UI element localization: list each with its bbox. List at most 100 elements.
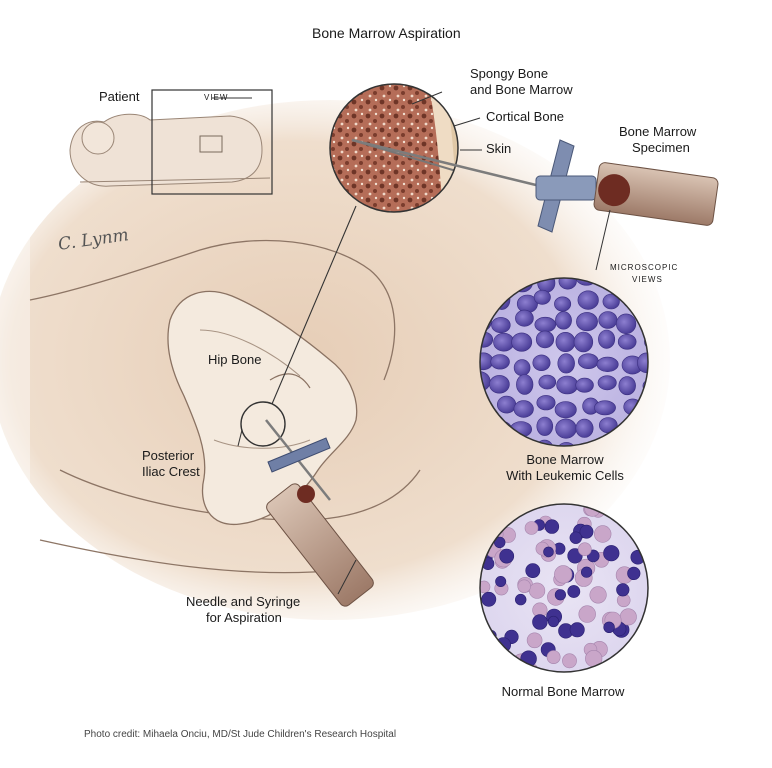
nucleated-cell [612,661,625,672]
leukemic-cell [532,354,551,371]
nucleated-cell [495,575,507,587]
label-microscopic-1: MICROSCOPIC [610,263,679,272]
label-leukemic-1: Bone Marrow [526,452,604,467]
leukemic-cell [490,354,510,370]
label-needle-2: for Aspiration [206,610,282,625]
leukemic-cell [573,331,594,353]
leukemic-cell [637,352,648,373]
nucleated-cell [635,515,647,527]
red-blood-cell [634,504,648,517]
red-blood-cell [517,579,531,593]
nucleated-cell [544,519,560,534]
nucleated-cell [532,614,548,630]
leukemic-cell [577,290,599,310]
label-specimen-1: Bone Marrow [619,124,697,139]
nucleated-cell [481,591,497,607]
red-blood-cell [554,565,573,584]
leukemic-cell [555,331,576,352]
red-blood-cell [630,504,646,516]
nucleated-cell [480,660,491,672]
label-normal-marrow: Normal Bone Marrow [501,684,625,699]
leukemic-cell [597,375,617,391]
hip-bone [167,290,358,526]
nucleated-cell [616,583,630,597]
nucleated-cell [514,593,527,606]
label-iliac-crest-2: Iliac Crest [142,464,200,479]
bottom-needle [265,419,374,607]
red-blood-cell [619,608,637,626]
red-blood-cell [635,660,648,672]
label-cortical-bone: Cortical Bone [486,109,565,124]
leukemic-cell [534,316,557,333]
leukemic-cell [489,375,510,394]
leukemic-cell [497,395,517,414]
leukemic-cell [577,353,599,370]
label-view: VIEW [204,93,229,102]
leukemic-cell [536,395,556,411]
nucleated-cell [525,563,541,578]
red-blood-cell [562,653,577,669]
leukemic-cell [554,296,572,312]
nucleated-cell [499,548,515,564]
leukemic-cell [598,329,616,349]
leukemic-cell [618,376,636,396]
leukemic-cell [555,418,577,439]
leukemic-cell [536,416,554,436]
leukemic-cell [535,330,555,349]
leukemic-cell [596,356,619,373]
leukemic-cell [558,278,577,290]
red-blood-cell [526,632,543,649]
leukemic-cell [615,313,637,334]
label-skin: Skin [486,141,512,156]
nucleated-cell [554,589,567,601]
label-spongy-bone-1: Spongy Bone [470,66,549,81]
leukemic-cell [594,400,616,416]
red-blood-cell [577,542,592,557]
nucleated-cell [580,566,593,578]
nucleated-cell [627,566,641,581]
view-box [151,89,273,195]
photo-credit: Photo credit: Mihaela Onciu, MD/St Jude … [84,729,397,740]
label-leukemic-2: With Leukemic Cells [506,468,624,483]
skin-background [0,100,670,620]
top-needle [351,138,719,233]
nucleated-cell [567,585,581,598]
label-specimen-2: Specimen [632,140,690,155]
nucleated-cell [634,631,647,644]
label-microscopic-2: VIEWS [632,275,663,284]
red-blood-cell [546,650,561,664]
leukemic-cell [511,332,533,352]
nucleated-cell [567,548,583,564]
leukemic-cell [617,333,637,350]
leukemic-cell [515,309,534,327]
red-blood-cell [593,525,612,543]
nucleated-cell [543,546,554,558]
nucleated-cell [569,622,585,638]
leukemic-cell [598,311,618,329]
label-hip-bone: Hip Bone [208,352,262,367]
leukemic-cell [556,442,577,446]
patient-figure [69,113,271,187]
nucleated-cell [547,615,560,628]
red-blood-cell [480,580,491,594]
label-spongy-bone-2: and Bone Marrow [470,82,573,97]
red-blood-cell [633,645,648,660]
diagram-title: Bone Marrow Aspiration [312,25,461,41]
leukemic-cell [575,377,594,393]
nucleated-cell [569,531,582,544]
iliac-crest-circle [240,401,286,447]
leukemic-cell [513,359,531,377]
leukemic-cell [533,289,551,305]
leukemic-cell [538,374,557,390]
label-iliac-crest-1: Posterior [142,448,195,463]
red-blood-cell [524,521,539,535]
leukemic-cell [644,333,648,350]
leukemic-cell [555,311,572,330]
red-blood-cell [612,654,628,671]
leukemic-cell [493,332,515,352]
red-blood-cell [528,582,546,599]
leukemic-cell [556,375,579,395]
magnified-bone-section [330,84,458,212]
